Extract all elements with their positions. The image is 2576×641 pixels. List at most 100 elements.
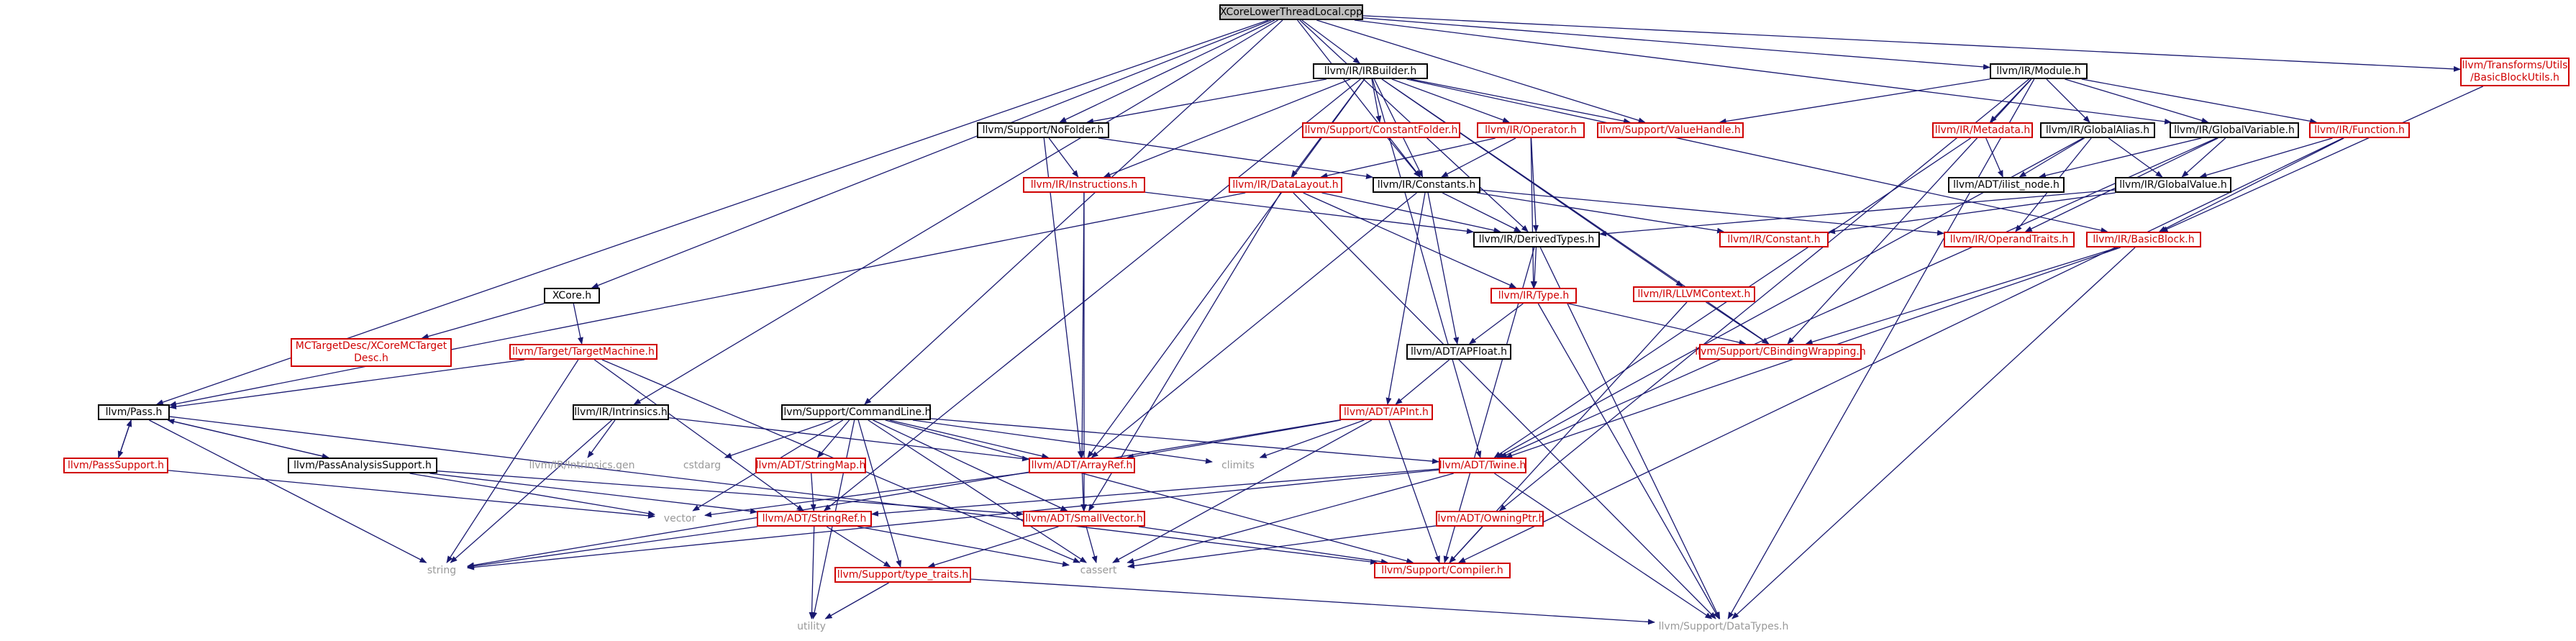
node-arrayref[interactable]: llvm/ADT/ArrayRef.h	[1029, 458, 1135, 473]
node-stringmap[interactable]: llvm/ADT/StringMap.h	[755, 458, 866, 473]
edge-constants-to-apfloat	[1427, 192, 1460, 345]
edge-globalvariable-to-ilistnode	[2038, 137, 2202, 178]
node-smallvector[interactable]: llvm/ADT/SmallVector.h	[1023, 511, 1145, 527]
node-compiler[interactable]: llvm/Support/Compiler.h	[1374, 563, 1511, 578]
edge-type-to-datatypes	[1537, 303, 1720, 619]
node-passsupport[interactable]: llvm/PassSupport.h	[63, 458, 168, 473]
node-ilistnode[interactable]: llvm/ADT/ilist_node.h	[1948, 177, 2065, 193]
edge-stringmap-to-stringref	[810, 473, 816, 512]
edge-apint-to-string	[467, 419, 1340, 568]
node-cbinding[interactable]: llvm/Support/CBindingWrapping.h	[1695, 344, 1866, 360]
edge-irbuilder-to-operator	[1391, 78, 1511, 123]
node-datatypes: llvm/Support/DataTypes.h	[1658, 620, 1789, 632]
node-targetmachine[interactable]: llvm/Target/TargetMachine.h	[509, 344, 657, 360]
node-basicblock[interactable]: llvm/IR/BasicBlock.h	[2086, 232, 2201, 247]
node-constant[interactable]: llvm/IR/Constant.h	[1719, 232, 1829, 247]
node-constfolder[interactable]: llvm/Support/ConstantFolder.h	[1302, 122, 1460, 138]
edge-stringref-to-typetraits	[826, 526, 891, 568]
edge-root-to-commandline	[864, 19, 1283, 405]
edge-owningptr-to-compiler	[1449, 526, 1483, 563]
node-twine[interactable]: llvm/ADT/Twine.h	[1439, 458, 1526, 473]
edge-commandline-to-cassert	[868, 419, 1087, 563]
edge-targetmachine-to-stringref	[593, 359, 804, 512]
edge-operator-to-datalayout	[1320, 137, 1496, 178]
edge-smallvector-to-compiler	[1138, 526, 1388, 565]
edge-module-to-function	[2081, 78, 2318, 124]
node-nofolder[interactable]: llvm/Support/NoFolder.h	[977, 122, 1109, 138]
edge-constants-to-operandtraits	[1480, 189, 1944, 236]
edge-irbuilder-to-stringref	[823, 78, 1361, 512]
edge-module-to-cbinding	[1787, 78, 2032, 345]
node-apint[interactable]: llvm/ADT/APInt.h	[1339, 404, 1433, 420]
edge-commandline-to-stringmap	[816, 419, 850, 458]
node-xcore[interactable]: XCore.h	[544, 288, 600, 304]
edge-smallvector-to-typetraits	[927, 526, 1059, 568]
node-cstdarg: cstdarg	[683, 459, 722, 471]
node-passanalysis[interactable]: llvm/PassAnalysisSupport.h	[288, 458, 437, 473]
edge-basicblock-to-cbinding	[1805, 247, 2118, 345]
node-irbuilder[interactable]: llvm/IR/IRBuilder.h	[1313, 63, 1428, 79]
edge-twine-to-stringref	[871, 468, 1439, 517]
node-llvmcontext[interactable]: llvm/IR/LLVMContext.h	[1633, 286, 1755, 302]
edge-llvmcontext-to-cbinding	[1706, 301, 1770, 345]
edge-commandline-to-smallvector	[873, 419, 1068, 512]
node-datalayout[interactable]: llvm/IR/DataLayout.h	[1229, 177, 1342, 193]
node-typetraits[interactable]: llvm/Support/type_traits.h	[834, 567, 971, 583]
edge-type-to-cbinding	[1568, 303, 1747, 345]
edge-function-to-globalvalue	[2199, 137, 2333, 178]
edge-constants-to-arrayref	[1091, 192, 1417, 458]
edge-passsupport-to-vector	[168, 470, 655, 519]
edge-irbuilder-to-nofolder	[1086, 78, 1327, 124]
node-instructions[interactable]: llvm/IR/Instructions.h	[1023, 177, 1145, 193]
edge-commandline-to-arrayref	[889, 419, 1050, 459]
edge-apint-to-arrayref	[1126, 419, 1342, 460]
node-module[interactable]: llvm/IR/Module.h	[1990, 63, 2088, 79]
edge-root-to-irbuilder	[1301, 19, 1361, 64]
node-commandline[interactable]: llvm/Support/CommandLine.h	[781, 404, 931, 420]
node-operandtraits[interactable]: llvm/IR/OperandTraits.h	[1944, 232, 2075, 247]
edge-commandline-to-typetraits	[857, 419, 902, 568]
node-mctarget[interactable]: MCTargetDesc/XCoreMCTarget Desc.h	[291, 338, 452, 367]
node-operator[interactable]: llvm/IR/Operator.h	[1477, 122, 1585, 138]
edge-targetmachine-to-string	[446, 359, 579, 563]
edge-root-to-globalvariable	[1354, 19, 2172, 124]
edge-typetraits-to-datatypes	[970, 578, 1655, 625]
edge-root-to-constants	[1297, 19, 1421, 178]
node-function[interactable]: llvm/IR/Function.h	[2309, 122, 2410, 138]
edge-root-to-module	[1362, 17, 1990, 70]
node-type[interactable]: llvm/IR/Type.h	[1490, 288, 1577, 304]
node-metadata[interactable]: llvm/IR/Metadata.h	[1932, 122, 2033, 138]
edge-irbuilder-to-valuehandle	[1410, 78, 1631, 124]
node-apfloat[interactable]: llvm/ADT/APFloat.h	[1406, 344, 1511, 360]
node-pass[interactable]: llvm/Pass.h	[98, 404, 170, 420]
node-derivedtypes[interactable]: llvm/IR/DerivedTypes.h	[1473, 232, 1600, 247]
edge-derivedtypes-to-type	[1532, 247, 1538, 288]
node-owningptr[interactable]: llvm/ADT/OwningPtr.h	[1435, 511, 1544, 527]
edge-datalayout-to-type	[1303, 192, 1517, 288]
node-globalalias[interactable]: llvm/IR/GlobalAlias.h	[2040, 122, 2155, 138]
node-bbutils[interactable]: llvm/Transforms/Utils /BasicBlockUtils.h	[2460, 58, 2570, 86]
edge-operator-to-derivedtypes	[1530, 137, 1539, 232]
edge-xcore-to-mctarget	[421, 303, 545, 340]
edge-owningptr-to-cassert	[1127, 525, 1437, 569]
edge-passanalysis-to-smallvector	[437, 470, 1024, 517]
node-globalvariable[interactable]: llvm/IR/GlobalVariable.h	[2170, 122, 2299, 138]
edge-constants-to-apint	[1385, 192, 1426, 405]
edge-globalalias-to-globalvalue	[2108, 137, 2163, 178]
edge-module-to-datatypes	[1727, 78, 2035, 619]
node-intrinsics[interactable]: llvm/IR/Intrinsics.h	[573, 404, 669, 420]
edge-passsupport-to-pass	[118, 419, 132, 458]
node-valuehandle[interactable]: llvm/Support/ValueHandle.h	[1597, 122, 1744, 138]
node-vector: vector	[663, 512, 696, 524]
node-globalvalue[interactable]: llvm/IR/GlobalValue.h	[2115, 177, 2231, 193]
edge-commandline-to-cstdarg	[724, 419, 834, 458]
edge-stringref-to-cassert	[857, 526, 1070, 567]
edge-globalalias-to-ilistnode	[2019, 137, 2085, 178]
edge-targetmachine-to-pass	[169, 359, 525, 410]
edge-commandline-to-compiler	[885, 419, 1414, 564]
edge-basicblock-to-datatypes	[1731, 247, 2136, 619]
node-constants[interactable]: llvm/IR/Constants.h	[1373, 177, 1480, 193]
node-stringref[interactable]: llvm/ADT/StringRef.h	[757, 511, 872, 527]
node-utility: utility	[797, 620, 826, 632]
